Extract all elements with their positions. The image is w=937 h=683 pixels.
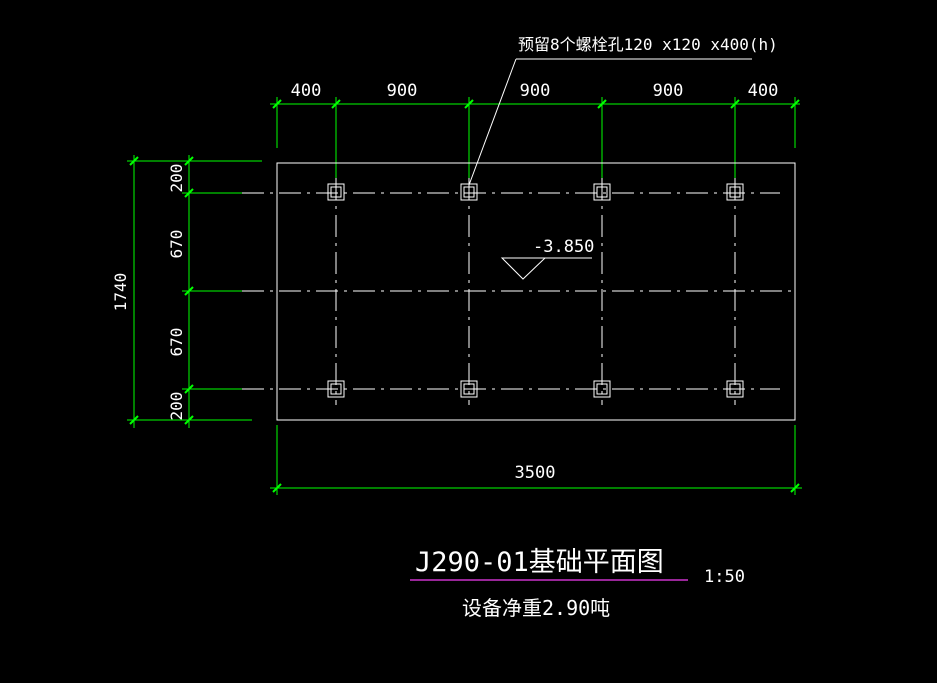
left-dim-2: 670 [167,230,186,259]
bolt-note-leader: 预留8个螺栓孔120 x120 x400(h) [468,35,778,186]
bolt-hole [327,380,345,398]
centerlines [242,178,795,405]
equipment-weight: 设备净重2.90吨 [462,596,610,620]
top-dim-4: 900 [653,81,684,101]
top-dim-5: 400 [748,81,779,101]
top-dim-1: 400 [291,81,322,101]
title-block: J290-01基础平面图 1:50 设备净重2.90吨 [410,547,745,620]
bottom-dimension: 3500 [270,425,802,495]
drawing-title: J290-01基础平面图 [415,547,664,578]
bolt-holes [327,183,744,398]
bolt-hole [460,380,478,398]
bolt-hole [593,183,611,201]
drawing-scale: 1:50 [704,567,745,587]
left-dim-3: 670 [167,328,186,357]
bolt-hole [327,183,345,201]
left-dim-4: 200 [167,392,186,421]
left-dimension-chain: 200 670 670 200 1740 [111,155,262,428]
overall-width-dim: 3500 [515,463,556,483]
bolt-hole [593,380,611,398]
bolt-hole [726,380,744,398]
left-dim-1: 200 [167,164,186,193]
foundation-outline [276,162,796,421]
overall-height-dim: 1740 [111,273,130,312]
elevation-label: -3.850 [533,237,594,257]
top-dim-2: 900 [387,81,418,101]
bolt-hole [726,183,744,201]
elevation-marker: -3.850 [500,237,594,280]
bolt-note: 预留8个螺栓孔120 x120 x400(h) [518,35,778,54]
top-dimension-chain: 400 900 900 900 400 [270,81,800,182]
top-dim-3: 900 [520,81,551,101]
